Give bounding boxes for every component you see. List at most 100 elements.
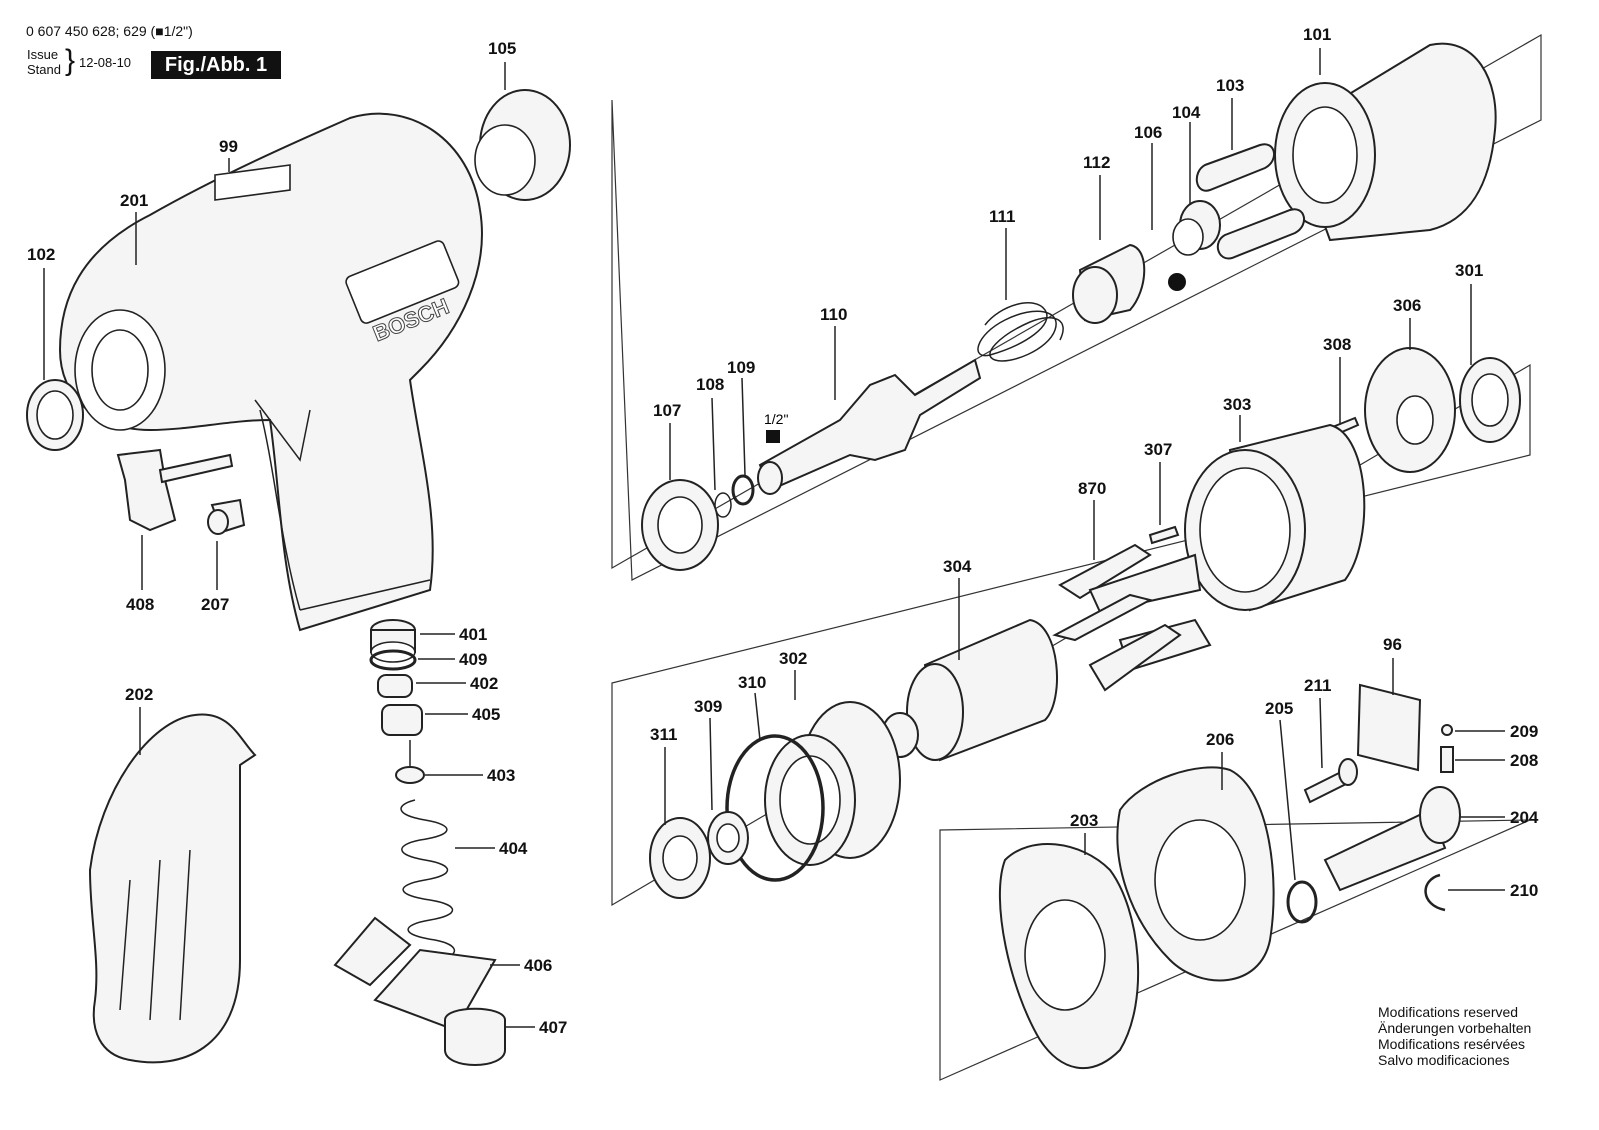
part-101 (1274, 42, 1497, 242)
frame-upper (611, 33, 1542, 581)
label-105: 105 (488, 39, 516, 58)
part-102 (26, 379, 84, 451)
part-870-vanes (1052, 543, 1212, 692)
part-104 (1172, 200, 1221, 256)
part-211 (1303, 758, 1358, 804)
part-204 (1323, 786, 1461, 892)
label-211: 211 (1304, 676, 1331, 695)
part-309 (707, 811, 749, 865)
label-206: 206 (1206, 730, 1234, 749)
notice-line-es: Salvo modificaciones (1378, 1052, 1510, 1068)
part-number-line: 0 607 450 628; 629 (■1/2") (26, 24, 193, 39)
label-204: 204 (1510, 808, 1539, 827)
label-112: 112 (1083, 153, 1110, 172)
label-101: 101 (1303, 25, 1331, 44)
part-numbers: 0 607 450 628; 629 ( (26, 23, 156, 39)
label-99-part (214, 164, 291, 201)
label-99: 99 (219, 137, 238, 156)
drive-square (766, 430, 780, 443)
part-103-pins (1195, 143, 1305, 260)
label-870: 870 (1078, 479, 1106, 498)
label-301: 301 (1455, 261, 1483, 280)
label-111: 111 (989, 207, 1016, 226)
label-110: 110 (820, 305, 847, 324)
label-107: 107 (653, 401, 681, 420)
label-106: 106 (1134, 123, 1162, 142)
part-208-spring (1440, 746, 1454, 773)
valve-stack (333, 619, 506, 1066)
leader-lines (43, 48, 1505, 1028)
label-308: 308 (1323, 335, 1351, 354)
label-304: 304 (943, 557, 972, 576)
label-210: 210 (1510, 881, 1538, 900)
label-201: 201 (120, 191, 148, 210)
figure-label: Fig./Abb. 1 (151, 51, 281, 79)
label-307: 307 (1144, 440, 1172, 459)
drive-size: 1/2") (163, 23, 193, 39)
part-206 (1116, 766, 1275, 982)
label-306: 306 (1393, 296, 1421, 315)
part-408 (116, 448, 234, 532)
part-207 (207, 498, 246, 535)
label-405: 405 (472, 705, 500, 724)
part-311-bearing (649, 817, 711, 899)
label-408: 408 (126, 595, 154, 614)
notice-line-en: Modifications reserved (1378, 1004, 1519, 1020)
part-304-rotor (881, 618, 1058, 762)
label-209: 209 (1510, 722, 1538, 741)
label-303: 303 (1223, 395, 1251, 414)
modifications-notice: Modifications reserved Änderungen vorbeh… (1378, 1004, 1531, 1068)
label-402: 402 (470, 674, 498, 693)
part-302-endplate (764, 701, 901, 866)
issue-label: Issue (27, 47, 59, 62)
part-203-gasket (998, 843, 1140, 1069)
label-302: 302 (779, 649, 807, 668)
stand-label: Stand (27, 62, 61, 77)
label-208: 208 (1510, 751, 1538, 770)
label-309: 309 (694, 697, 722, 716)
part-301-bearing (1459, 357, 1521, 443)
part-111-spring (977, 302, 1064, 362)
label-202: 202 (125, 685, 153, 704)
label-109: 109 (727, 358, 755, 377)
label-409: 409 (459, 650, 487, 669)
issue-date: 12-08-10 (79, 55, 132, 70)
label-102: 102 (27, 245, 55, 264)
part-109-oring (731, 474, 755, 506)
part-210-clip (1424, 873, 1446, 912)
part-209-ball (1441, 724, 1453, 736)
label-311: 311 (650, 725, 677, 744)
part-307-pin (1148, 525, 1180, 545)
label-96: 96 (1383, 635, 1402, 654)
notice-line-de: Änderungen vorbehalten (1378, 1020, 1532, 1036)
label-406: 406 (524, 956, 552, 975)
label-207: 207 (201, 595, 229, 614)
part-107 (641, 479, 719, 571)
part-105 (474, 89, 571, 201)
tool-housing: BOSCH (58, 112, 483, 632)
part-112 (1072, 243, 1146, 324)
part-110-anvil (757, 358, 982, 495)
label-103: 103 (1216, 76, 1244, 95)
label-407: 407 (539, 1018, 567, 1037)
part-303-cylinder (1184, 423, 1366, 612)
label-404: 404 (499, 839, 528, 858)
label-108: 108 (696, 375, 724, 394)
label-205: 205 (1265, 699, 1293, 718)
label-403: 403 (487, 766, 515, 785)
label-104: 104 (1172, 103, 1201, 122)
part-202-grip (88, 713, 257, 1064)
part-labels: 101 102 103 104 105 106 107 108 109 110 … (27, 25, 1539, 1037)
part-96-label (1356, 683, 1422, 772)
part-106-ball (1168, 273, 1186, 291)
part-205-oring (1286, 880, 1318, 924)
label-401: 401 (459, 625, 487, 644)
drive-callout: 1/2" (764, 411, 788, 427)
notice-line-fr: Modifications resérvées (1378, 1036, 1526, 1052)
brace: } (65, 44, 76, 77)
part-310-oring (725, 734, 825, 882)
label-310: 310 (738, 673, 766, 692)
part-306 (1364, 347, 1456, 473)
drive-symbol: ■ (155, 23, 164, 39)
